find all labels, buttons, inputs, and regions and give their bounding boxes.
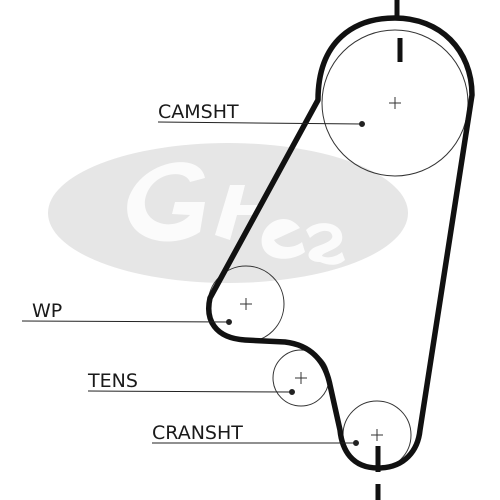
leader-lines [21, 121, 365, 446]
timing-belt [206, 15, 475, 471]
timing-mark-top [394, 0, 403, 62]
tensioner-label: TENS [87, 370, 138, 392]
water-pump-label: WP [32, 300, 62, 322]
crankshaft-label: CRANSHT [152, 422, 243, 444]
camshaft-label: CAMSHT [158, 101, 239, 123]
gates-watermark-lettering [127, 162, 345, 265]
pulley-centre-marks [240, 97, 401, 441]
